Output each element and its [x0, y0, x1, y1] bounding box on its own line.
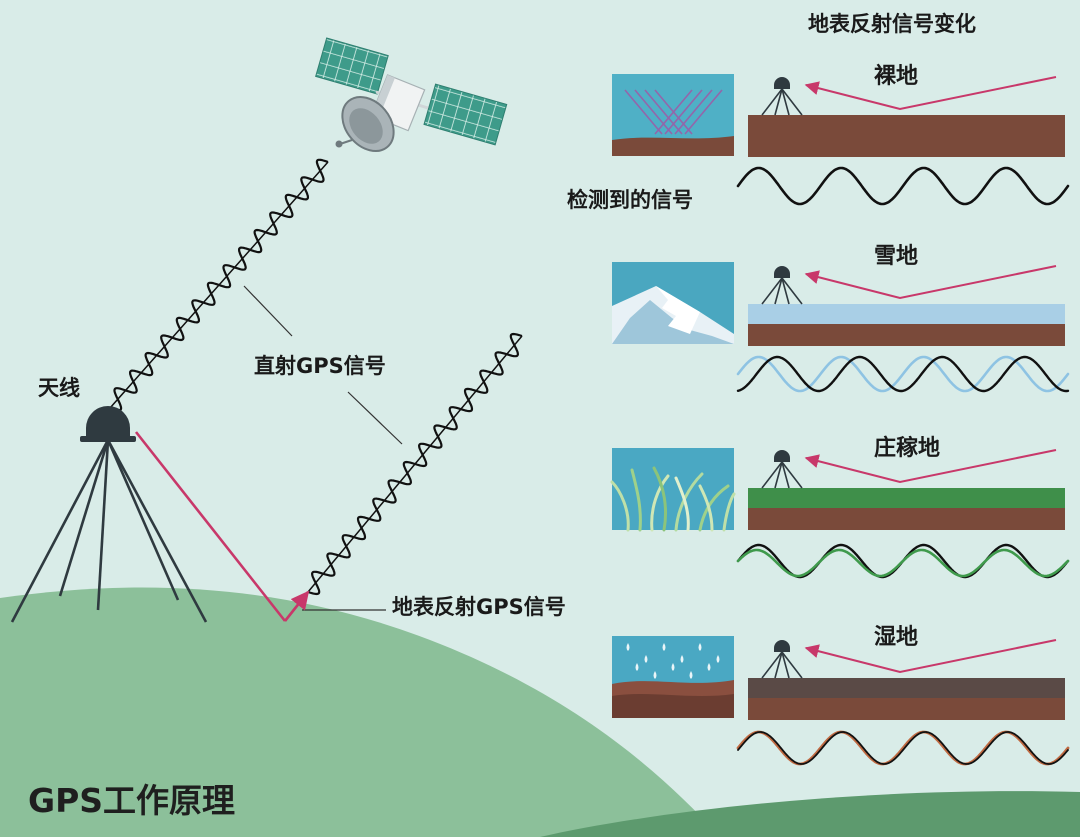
hill-front — [540, 791, 1080, 837]
helix-wave — [307, 332, 523, 596]
direct-signal-leader — [243, 285, 293, 337]
mini-antenna-bare — [761, 76, 1057, 116]
reflected-signal-label: 地表反射GPS信号 — [392, 595, 566, 619]
direct-gps-signal — [109, 158, 329, 412]
panel-title: 地表反射信号变化 — [808, 12, 976, 36]
surface-label-crop: 庄稼地 — [874, 436, 941, 461]
grass-icon — [610, 448, 736, 532]
signal-wave-crop — [736, 548, 1070, 578]
surface-label-bare: 裸地 — [874, 64, 919, 89]
helix-wave — [109, 158, 329, 412]
antenna-icon — [80, 406, 136, 442]
signal-wave-bare — [736, 166, 1070, 206]
rain-icon — [612, 636, 734, 718]
surface-label-snow: 雪地 — [874, 244, 919, 269]
bare-ground-thumbnail — [612, 74, 734, 156]
hill-back — [0, 587, 720, 837]
bare-ground-section — [748, 115, 1065, 157]
tripod-icon — [10, 439, 208, 623]
reflected-gps-signal — [307, 332, 523, 596]
crop-section — [748, 488, 1065, 530]
antenna-label: 天线 — [38, 376, 80, 400]
diagram-title: GPS工作原理 — [28, 781, 236, 820]
mini-antenna-crop — [761, 449, 1057, 489]
satellite-icon — [315, 37, 508, 152]
snow-section — [748, 304, 1065, 346]
mini-antenna-wet — [761, 639, 1057, 679]
mountain-icon — [612, 262, 734, 344]
detected-signal-label: 检测到的信号 — [567, 188, 693, 212]
direct-signal-leader-2 — [347, 391, 403, 445]
signal-wave-snow — [736, 355, 1070, 393]
direct-signal-label: 直射GPS信号 — [254, 354, 386, 378]
signal-wave-snow-ref — [736, 355, 1070, 393]
wetland-section — [748, 678, 1065, 720]
mini-antenna-snow — [761, 265, 1057, 305]
surface-label-wet: 湿地 — [874, 625, 919, 650]
signal-wave-wet-ref — [737, 731, 1069, 765]
